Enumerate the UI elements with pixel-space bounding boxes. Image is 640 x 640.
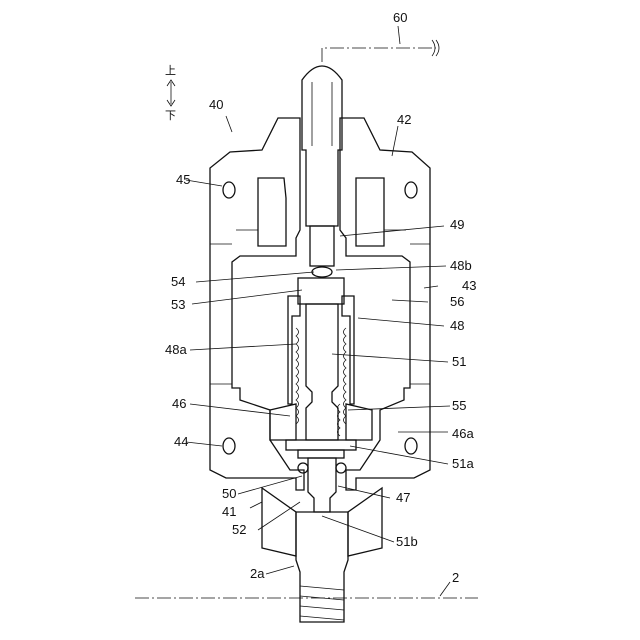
label-60: 60 <box>393 10 407 25</box>
top-center-line <box>322 40 439 62</box>
cylinder <box>288 278 354 404</box>
label-48a: 48a <box>165 342 187 357</box>
direction-up-label: 上 <box>165 64 176 77</box>
label-47: 47 <box>396 490 410 505</box>
label-54: 54 <box>171 274 185 289</box>
label-49: 49 <box>450 217 464 232</box>
up-down-arrow <box>167 80 175 106</box>
label-46a: 46a <box>452 426 474 441</box>
label-2: 2 <box>452 570 459 585</box>
label-48: 48 <box>450 318 464 333</box>
label-53: 53 <box>171 297 185 312</box>
inner-sleeves <box>236 178 406 246</box>
label-52: 52 <box>232 522 246 537</box>
label-51: 51 <box>452 354 466 369</box>
label-2a: 2a <box>250 566 265 581</box>
valve-seat <box>270 404 372 458</box>
label-45: 45 <box>176 172 190 187</box>
label-51b: 51b <box>396 534 418 549</box>
upper-stem <box>302 66 342 266</box>
label-56: 56 <box>450 294 464 309</box>
label-42: 42 <box>397 112 411 127</box>
label-44: 44 <box>174 434 188 449</box>
label-50: 50 <box>222 486 236 501</box>
label-51a: 51a <box>452 456 474 471</box>
label-40: 40 <box>209 97 223 112</box>
label-46: 46 <box>172 396 186 411</box>
label-48b: 48b <box>450 258 472 273</box>
piston <box>306 304 338 440</box>
label-55: 55 <box>452 398 466 413</box>
direction-down-label: 下 <box>165 109 176 122</box>
label-41: 41 <box>222 504 236 519</box>
label-43: 43 <box>462 278 476 293</box>
